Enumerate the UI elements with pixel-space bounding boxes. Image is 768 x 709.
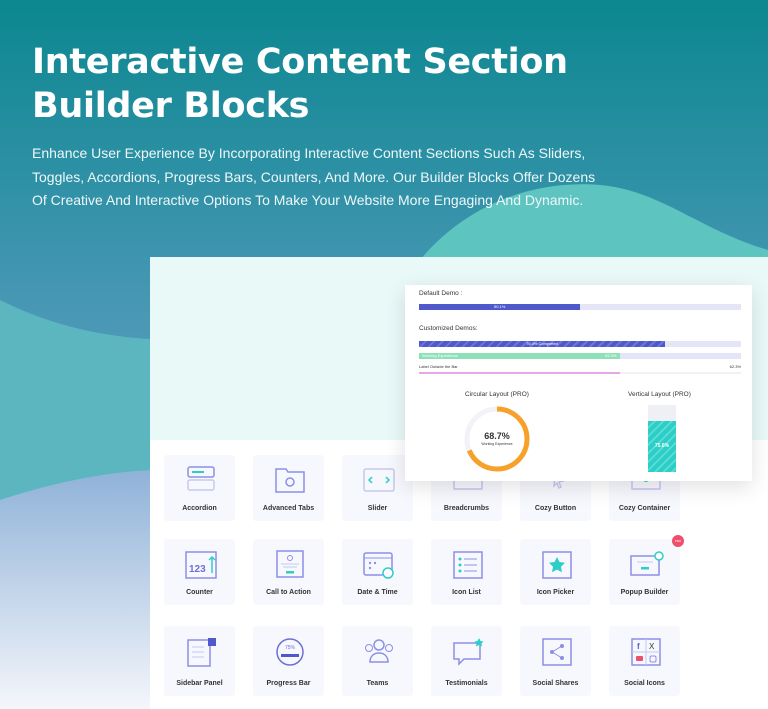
block-tile[interactable]: Testimonials <box>431 626 502 696</box>
block-tile[interactable]: 75% Progress Bar <box>253 626 324 696</box>
block-label: Social Icons <box>624 680 665 687</box>
striped-progress-fill: 76.4% Completed <box>419 341 665 347</box>
star-icon <box>542 551 572 579</box>
svg-text:f: f <box>637 642 640 651</box>
team-icon <box>365 639 393 663</box>
call-to-action-icon <box>276 550 304 578</box>
page-description: Enhance User Experience By Incorporating… <box>32 145 596 208</box>
folder-tabs-icon <box>275 468 305 493</box>
green-bar-label: Working Experience <box>422 353 458 358</box>
block-tile[interactable]: Slider <box>342 455 413 521</box>
block-label: Slider <box>367 505 388 512</box>
pink-progress-bar <box>419 372 741 374</box>
block-tile[interactable]: Accordion <box>164 455 235 521</box>
default-demo-title: Default Demo : <box>419 290 463 297</box>
customized-demo-title: Customized Demos: <box>419 325 478 332</box>
circular-progress <box>464 406 530 472</box>
vertical-progress-fill: 75.6% <box>648 421 676 472</box>
block-tile[interactable]: Call to Action <box>253 539 324 605</box>
circular-layout-title: Circular Layout (PRO) <box>465 391 529 398</box>
share-icon <box>542 638 572 666</box>
block-label: Cozy Container <box>618 505 671 512</box>
block-label: Teams <box>366 680 389 687</box>
block-tile[interactable]: Popup Builder PRO <box>609 535 684 605</box>
svg-text:X: X <box>649 642 655 651</box>
block-label: Date & Time <box>357 589 398 596</box>
block-label: Social Shares <box>532 680 579 687</box>
block-tile[interactable]: Icon Picker <box>520 539 591 605</box>
outside-bar-label: Label Outside the Bar <box>419 364 458 369</box>
circular-value: 68.7% <box>484 431 510 441</box>
sidebar-panel-icon <box>187 638 216 667</box>
block-label: Sidebar Panel <box>176 680 223 687</box>
progress-bar-icon: 75% <box>276 638 304 666</box>
circular-sub-label: Working Experience <box>481 442 513 446</box>
block-label: Accordion <box>182 505 217 512</box>
block-label: Testimonials <box>445 680 488 687</box>
block-label: Popup Builder <box>620 589 669 596</box>
outside-bar-value: 62.3% <box>729 364 741 369</box>
block-label: Progress Bar <box>266 680 311 687</box>
progress-bar-demo-card: Default Demo : 50.1% Customized Demos: 7… <box>405 285 752 481</box>
svg-text:75%: 75% <box>285 645 296 651</box>
block-label: Call to Action <box>266 589 311 596</box>
svg-text:123: 123 <box>189 564 206 575</box>
block-tile[interactable]: Sidebar Panel <box>164 626 235 696</box>
default-progress-bar: 50.1% <box>419 304 741 310</box>
accordion-icon <box>187 466 215 491</box>
default-progress-fill: 50.1% <box>419 304 581 310</box>
cursor-button-icon <box>553 471 565 489</box>
vertical-progress-bar: 75.6% <box>648 405 676 472</box>
block-tile[interactable]: Advanced Tabs <box>253 455 324 521</box>
page-title: Interactive Content Section Builder Bloc… <box>32 42 568 126</box>
block-tile[interactable]: Date & Time <box>342 539 413 605</box>
block-label: Cozy Button <box>534 505 577 512</box>
block-label: Counter <box>186 589 213 596</box>
slider-icon <box>363 468 395 492</box>
block-label: Icon List <box>452 589 481 596</box>
green-progress-bar: Working Experience 62.3% <box>419 353 741 359</box>
block-tile[interactable]: Social Shares <box>520 626 591 696</box>
block-tile[interactable]: Teams <box>342 626 413 696</box>
striped-progress-bar: 76.4% Completed <box>419 341 741 347</box>
green-bar-value: 62.3% <box>605 353 617 358</box>
popup-icon <box>630 551 664 576</box>
calendar-clock-icon <box>363 552 394 579</box>
list-icon <box>453 551 483 579</box>
counter-icon: 123 <box>185 551 217 579</box>
testimonial-icon <box>453 638 484 666</box>
block-label: Advanced Tabs <box>262 505 315 512</box>
block-label: Breadcrumbs <box>443 505 490 512</box>
block-label: Icon Picker <box>536 589 575 596</box>
pro-badge: PRO <box>672 535 684 547</box>
block-tile[interactable]: Icon List <box>431 539 502 605</box>
vertical-layout-title: Vertical Layout (PRO) <box>628 391 691 398</box>
